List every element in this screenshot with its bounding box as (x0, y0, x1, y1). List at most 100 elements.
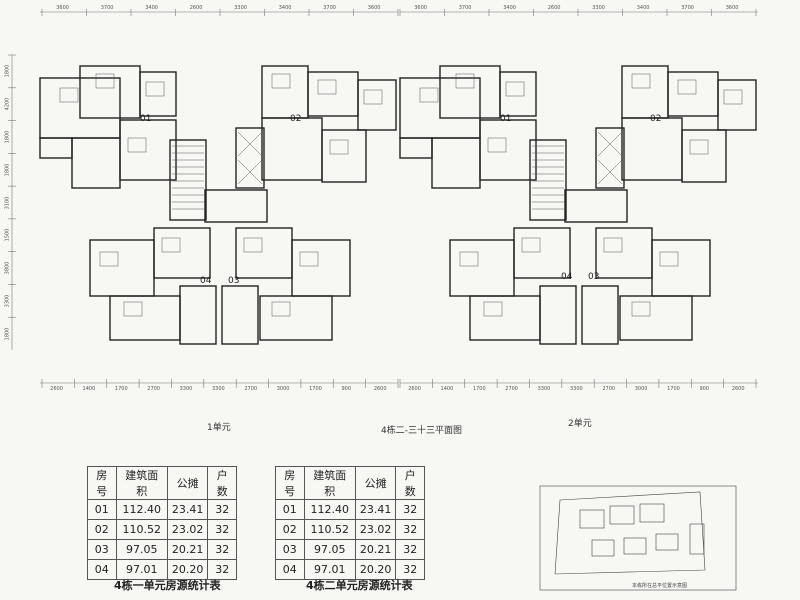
elevator-cross (237, 159, 263, 185)
table-cell: 112.40 (115, 499, 168, 520)
table-cell: 04 (275, 559, 305, 580)
apartment-04-room (153, 227, 211, 279)
apartment-01-room (119, 119, 177, 181)
stair-core (169, 139, 207, 221)
furniture-block (689, 139, 709, 155)
furniture-block (317, 79, 337, 95)
building-footprint (591, 539, 615, 557)
dimension-value: 3600 (725, 5, 739, 11)
apartment-02-room (681, 129, 727, 183)
furniture-block (521, 237, 541, 253)
furniture-block (99, 251, 119, 267)
stair-core (529, 139, 567, 221)
table-header-cell: 房号 (87, 466, 117, 500)
dimension-value: 2700 (505, 386, 518, 392)
dimension-value: 2700 (147, 386, 160, 392)
unit-number-03-left: 03 (228, 276, 240, 286)
unit-2-table-caption: 4栋二单元房源统计表 (306, 579, 413, 592)
building-footprint (579, 509, 605, 529)
building-footprint (609, 505, 635, 525)
apartment-02-room (717, 79, 757, 131)
table-cell: 32 (207, 559, 237, 580)
furniture-block (363, 89, 383, 105)
furniture-block (659, 251, 679, 267)
lobby (204, 189, 268, 223)
table-cell: 97.01 (303, 559, 356, 580)
elevator-cross (597, 159, 623, 185)
dimension-value: 2600 (408, 386, 421, 392)
dimension-value: 1800 (4, 163, 11, 177)
table-header-cell: 户数 (207, 466, 237, 500)
dimension-value: 1700 (472, 386, 486, 392)
apartment-03-room (581, 285, 619, 345)
furniture-block (631, 73, 651, 89)
apartment-02-room (357, 79, 397, 131)
dimension-value: 3700 (323, 5, 336, 11)
dimension-value: 3700 (458, 5, 472, 11)
dimension-value: 1700 (114, 386, 128, 392)
dimension-value: 3300 (4, 294, 11, 308)
apartment-04-room (109, 295, 181, 341)
table-header-cell: 建筑面积 (303, 466, 356, 500)
dimension-value: 3000 (276, 386, 290, 392)
table-cell: 32 (207, 519, 237, 540)
building-footprint (623, 537, 647, 555)
furniture-block (299, 251, 319, 267)
dimension-value: 1800 (4, 327, 11, 340)
table-cell: 32 (207, 539, 237, 560)
apartment-02-room (621, 117, 683, 181)
furniture-block (723, 89, 743, 105)
table-cell: 03 (87, 539, 117, 560)
furniture-block (487, 137, 507, 153)
dimension-value: 900 (341, 386, 351, 392)
table-header-row: 房号 建筑面积 公摊 户数 (87, 466, 237, 500)
apartment-01-room (431, 137, 481, 189)
elevator-cross (237, 131, 263, 157)
table-cell: 110.52 (303, 519, 356, 540)
table-cell: 01 (275, 499, 305, 520)
unit-number-02-left: 02 (290, 114, 302, 124)
elevator-core (235, 127, 265, 189)
dimension-value: 3600 (367, 5, 381, 11)
apartment-02-room (261, 117, 323, 181)
dimension-value: 1500 (4, 228, 11, 242)
apartment-04-room (89, 239, 155, 297)
dimension-value: 900 (699, 386, 709, 392)
apartment-04-room (179, 285, 217, 345)
dimension-value: 1400 (82, 386, 96, 392)
apartment-03-room (291, 239, 351, 297)
building-footprint (639, 503, 665, 523)
apartment-04-room (449, 239, 515, 297)
dimension-value: 3700 (100, 5, 114, 11)
table-cell: 32 (395, 559, 425, 580)
unit-number-04-right: 04 (561, 272, 573, 282)
apartment-01-room (499, 71, 537, 117)
unit-number-02-right: 02 (650, 114, 662, 124)
table-header-row: 房号 建筑面积 公摊 户数 (275, 466, 425, 500)
table-cell: 23.41 (354, 499, 397, 520)
dimension-value: 2600 (731, 386, 745, 392)
lobby (564, 189, 628, 223)
table-cell: 23.02 (166, 519, 209, 540)
table-cell: 32 (395, 499, 425, 520)
apartment-01-room (479, 119, 537, 181)
apartment-01-room (71, 137, 121, 189)
table-cell: 110.52 (115, 519, 168, 540)
dimension-value: 3300 (179, 386, 193, 392)
furniture-block (59, 87, 79, 103)
furniture-block (603, 237, 623, 253)
table-cell: 23.02 (354, 519, 397, 540)
dimension-value: 3400 (145, 5, 158, 11)
apartment-02-room (321, 129, 367, 183)
dimension-value: 3700 (681, 5, 694, 11)
furniture-block (329, 139, 349, 155)
furniture-block (161, 237, 181, 253)
dimension-value: 3600 (414, 5, 427, 11)
